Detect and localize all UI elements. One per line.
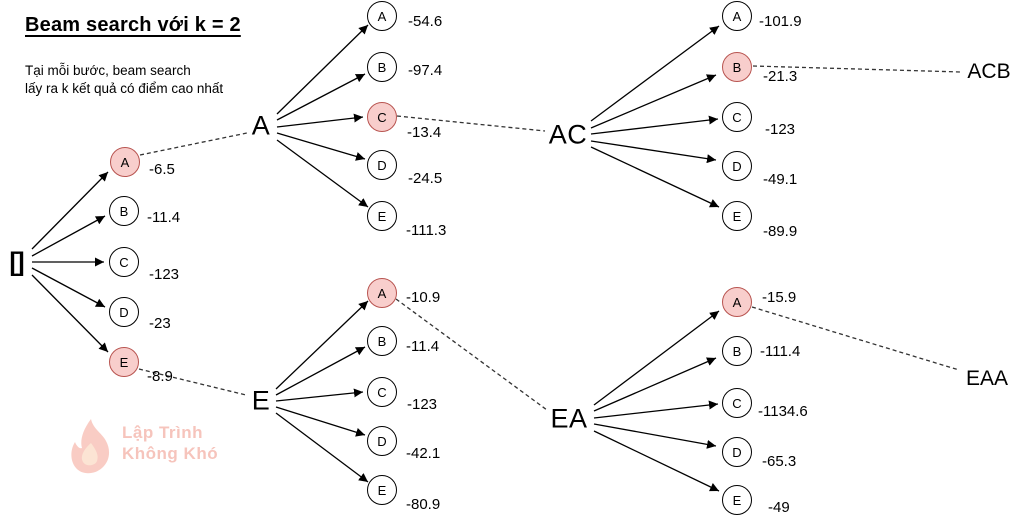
diagram-title: Beam search với k = 2 — [25, 14, 241, 36]
node-ea-e: E — [722, 485, 752, 515]
score-a-b: -97.4 — [408, 62, 443, 79]
node-ea-a: A — [722, 287, 752, 317]
node-ea-b: B — [722, 336, 752, 366]
score-l1-e: -8.9 — [147, 368, 173, 385]
node-ea-c: C — [722, 388, 752, 418]
beam-label-e: E — [251, 385, 271, 416]
score-e-b: -11.4 — [406, 338, 440, 355]
node-letter: B — [119, 203, 129, 219]
node-letter: E — [377, 482, 387, 498]
score-e-d: -42.1 — [406, 445, 441, 462]
beam-label-ea: EA — [550, 403, 588, 434]
node-e-c: C — [367, 377, 397, 407]
logo-text: Lập Trình Không Khó — [122, 423, 218, 464]
root-node: [] — [9, 246, 24, 277]
score-a-a: -54.6 — [408, 13, 443, 30]
score-ea-e: -49 — [768, 499, 790, 516]
score-l1-d: -23 — [149, 315, 171, 332]
node-e-e: E — [367, 475, 397, 505]
node-letter: C — [377, 109, 387, 125]
node-e-a: A — [367, 278, 397, 308]
node-l1-e: E — [109, 347, 139, 377]
node-letter: E — [119, 354, 129, 370]
score-ac-a: -101.9 — [759, 13, 802, 30]
node-ea-d: D — [722, 437, 752, 467]
node-letter: B — [732, 59, 742, 75]
node-letter: A — [732, 294, 742, 310]
node-letter: A — [732, 8, 742, 24]
node-ac-e: E — [722, 201, 752, 231]
diagram-subtitle: Tại mỗi bước, beam search lấy ra k kết q… — [25, 62, 223, 98]
result-label-eaa: EAA — [965, 367, 1009, 390]
score-ac-c: -123 — [765, 121, 796, 138]
score-a-c: -13.4 — [407, 124, 442, 141]
score-ac-d: -49.1 — [763, 171, 798, 188]
score-ea-d: -65.3 — [762, 453, 797, 470]
score-l1-c: -123 — [149, 266, 180, 283]
node-letter: A — [120, 154, 130, 170]
node-a-d: D — [367, 150, 397, 180]
node-letter: E — [732, 208, 742, 224]
node-e-b: B — [367, 326, 397, 356]
watermark-logo: Lập Trình Không Khó — [68, 417, 218, 477]
node-letter: C — [732, 395, 742, 411]
selected-beam-dashed-links — [138, 65, 962, 411]
node-letter: C — [377, 384, 387, 400]
node-ac-d: D — [722, 151, 752, 181]
node-l1-d: D — [109, 297, 139, 327]
score-ea-b: -111.4 — [760, 343, 801, 360]
score-l1-b: -11.4 — [147, 209, 181, 226]
logo-line-2: Không Khó — [122, 443, 219, 463]
node-letter: B — [377, 59, 387, 75]
logo-line-1: Lập Trình — [122, 423, 203, 442]
node-letter: B — [732, 343, 742, 359]
node-a-c: C — [367, 102, 397, 132]
flame-icon — [71, 419, 110, 474]
beam-label-a: A — [251, 110, 271, 141]
subtitle-line-2: lấy ra k kết quả có điểm cao nhất — [25, 81, 224, 97]
node-a-a: A — [367, 1, 397, 31]
node-ac-b: B — [722, 52, 752, 82]
score-e-a: -10.9 — [406, 289, 441, 306]
beam-ac-arrows — [590, 25, 720, 208]
beam-label-ac: AC — [548, 119, 588, 150]
node-letter: D — [377, 157, 387, 173]
score-a-d: -24.5 — [408, 170, 443, 187]
node-a-e: E — [367, 201, 397, 231]
subtitle-line-1: Tại mỗi bước, beam search — [25, 63, 191, 78]
node-a-b: B — [367, 52, 397, 82]
node-letter: C — [732, 109, 742, 125]
node-letter: E — [377, 208, 387, 224]
beam-e-arrows — [275, 300, 369, 483]
score-ea-a: -15.9 — [762, 289, 797, 306]
score-ac-b: -21.3 — [763, 68, 798, 85]
node-letter: A — [377, 285, 387, 301]
node-letter: C — [119, 254, 129, 270]
beam-a-arrows — [276, 24, 369, 208]
result-label-acb: ACB — [967, 60, 1011, 83]
score-e-e: -80.9 — [406, 496, 441, 513]
node-letter: D — [377, 433, 387, 449]
score-e-c: -123 — [407, 396, 438, 413]
node-letter: D — [732, 444, 742, 460]
score-l1-a: -6.5 — [149, 161, 175, 178]
node-ac-c: C — [722, 102, 752, 132]
root-arrows — [31, 171, 109, 353]
score-ac-e: -89.9 — [763, 223, 798, 240]
node-l1-a: A — [110, 147, 140, 177]
node-letter: B — [377, 333, 387, 349]
score-ea-c: -1134.6 — [758, 403, 808, 420]
node-letter: D — [119, 304, 129, 320]
node-ac-a: A — [722, 1, 752, 31]
node-letter: A — [377, 8, 387, 24]
beam-ea-arrows — [593, 310, 720, 492]
node-l1-b: B — [109, 196, 139, 226]
node-e-d: D — [367, 426, 397, 456]
node-l1-c: C — [109, 247, 139, 277]
node-letter: D — [732, 158, 742, 174]
score-a-e: -111.3 — [406, 222, 447, 239]
node-letter: E — [732, 492, 742, 508]
